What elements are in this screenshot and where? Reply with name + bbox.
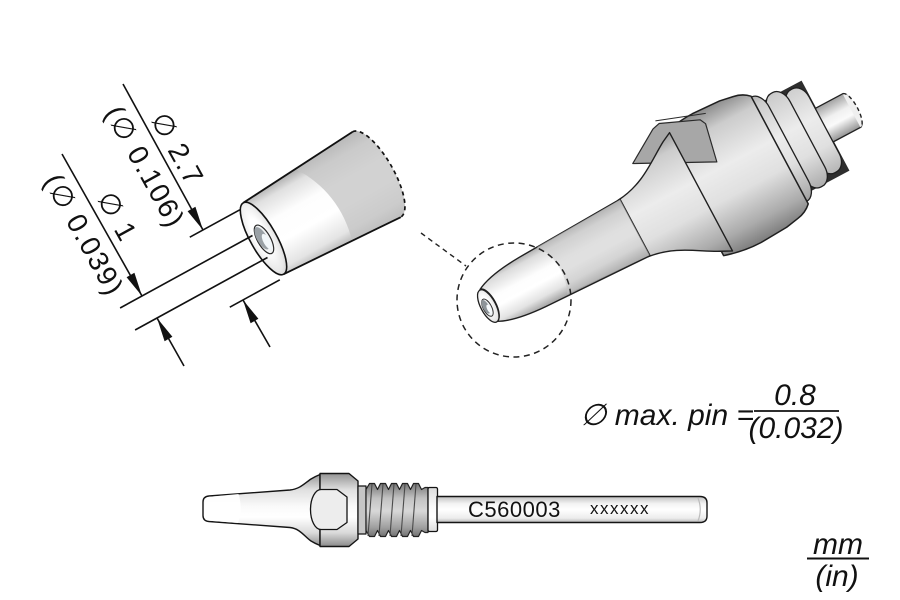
max-pin-value-mm: 0.8 (774, 379, 816, 412)
dim-outer-line-upper (122, 83, 204, 231)
arrowhead (157, 318, 173, 342)
detail-cone-bottom-edge (283, 216, 402, 275)
side-hex-flat (309, 488, 348, 531)
tip-detail-view (239, 130, 406, 276)
units-mm-label: mm (813, 528, 863, 561)
side-nozzle-white-tip (204, 494, 241, 523)
detail-break-line (352, 130, 406, 218)
side-shaft-end-cap (697, 497, 701, 522)
flare-3d (617, 131, 734, 258)
dimension-arrowheads (126, 206, 259, 342)
part-number-text: C560003 (468, 497, 561, 522)
side-nozzle-cone (202, 473, 321, 547)
side-neck (357, 485, 367, 535)
arrowhead (243, 300, 259, 324)
dim-outer-ext-lower (229, 279, 281, 308)
side-collar (427, 486, 439, 533)
dimension-lines (61, 83, 281, 367)
rear-break-line (842, 92, 863, 129)
detail-cone-shaded-zone (295, 131, 405, 241)
dim-inner-ext-lower (134, 256, 268, 331)
units-in-label: (in) (815, 560, 858, 593)
arrowhead (187, 206, 203, 230)
detail-cone-top-edge (242, 131, 354, 204)
hole-highlight-3d (486, 304, 493, 314)
detail-hole-highlight (261, 233, 273, 250)
hex-edge-sliver (655, 112, 706, 122)
side-thread-ridges (367, 483, 417, 537)
max-pin-value-in: (0.032) (748, 412, 843, 445)
max-pin-annotation: ∅ max. pin = 0.8 (0.032) (580, 379, 843, 445)
dimension-labels: ∅ 2.7 (∅ 0.106) ∅ 1 (∅ 0.039) (38, 101, 210, 302)
side-thread-section (365, 482, 429, 538)
tip-3d-render (476, 80, 863, 323)
units-legend: mm (in) (807, 528, 869, 593)
nozzle-gray-band (536, 199, 650, 294)
max-pin-label: ∅ max. pin = (580, 399, 754, 432)
marking-placeholder-text: xxxxxx (590, 499, 650, 518)
dim-outer-ext-upper (189, 209, 241, 238)
dim-inner-ext-upper (119, 234, 253, 309)
arrowhead (126, 272, 142, 296)
detail-leader-line (420, 232, 467, 267)
tip-side-view: C560003 xxxxxx (202, 472, 708, 548)
dim-inner-line-upper (61, 153, 143, 297)
detail-callout-circle (456, 242, 572, 358)
side-shaft (436, 495, 708, 524)
